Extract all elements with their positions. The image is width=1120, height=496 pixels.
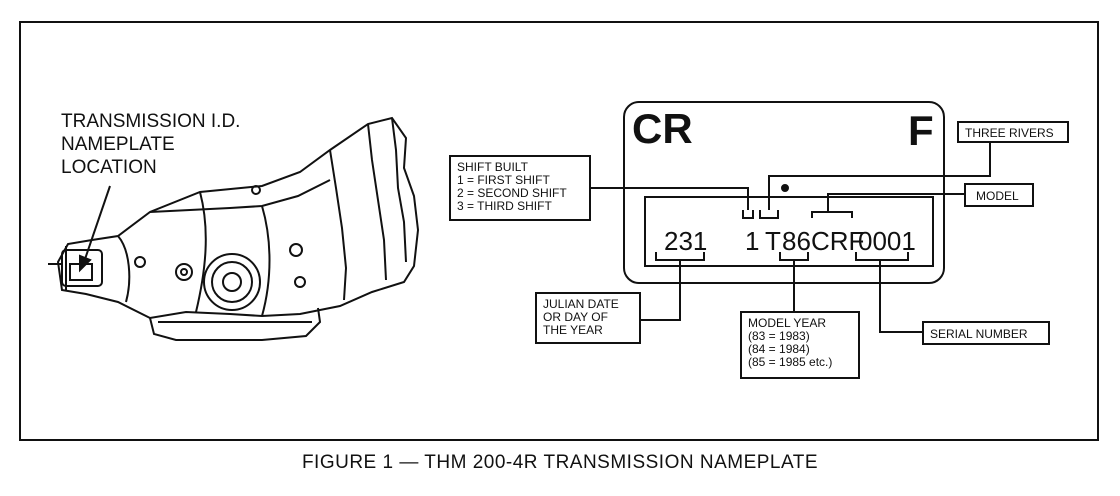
three-rivers-label: THREE RIVERS [965,126,1054,140]
callout-model: MODEL [964,183,1034,207]
plate-cr-mark: CR [632,105,693,152]
callout-three-rivers: THREE RIVERS [957,121,1069,143]
code-julian-date: 231 [664,226,708,256]
shift-built-line-1: 1 = FIRST SHIFT [457,173,550,187]
code-transmission: T [765,226,781,256]
julian-date-line-2: OR DAY OF [543,310,608,324]
code-model-year: 86 [782,226,811,256]
callout-model-year: MODEL YEAR (83 = 1983) (84 = 1984) (85 =… [740,311,860,379]
shift-built-line-3: 3 = THIRD SHIFT [457,199,552,213]
julian-date-line-1: JULIAN DATE [543,297,619,311]
callout-serial-number: SERIAL NUMBER [922,321,1050,345]
nameplate-location-label: TRANSMISSION I.D. NAMEPLATE LOCATION [61,110,240,179]
callout-julian-date: JULIAN DATE OR DAY OF THE YEAR [535,292,641,344]
location-label-line-1: TRANSMISSION I.D. [61,111,241,132]
model-label: MODEL [976,189,1019,203]
model-year-line-3: (85 = 1985 etc.) [748,355,833,369]
location-label-line-2: NAMEPLATE [61,134,175,155]
location-label-line-3: LOCATION [61,157,157,178]
shift-built-line-2: 2 = SECOND SHIFT [457,186,567,200]
julian-date-line-3: THE YEAR [543,323,603,337]
model-year-line-1: (83 = 1983) [748,329,810,343]
shift-built-title: SHIFT BUILT [457,160,528,174]
figure-caption: FIGURE 1 — THM 200-4R TRANSMISSION NAMEP… [301,452,819,473]
plate-code-panel [644,196,934,267]
serial-number-label: SERIAL NUMBER [930,327,1028,341]
code-shift: 1 [745,226,760,256]
code-serial: 0001 [858,226,916,256]
code-model: CRF [811,226,865,256]
model-year-title: MODEL YEAR [748,316,827,330]
model-year-line-2: (84 = 1984) [748,342,810,356]
figure-frame [19,21,1099,441]
callout-shift-built: SHIFT BUILT 1 = FIRST SHIFT 2 = SECOND S… [449,155,591,221]
plate-f-mark: F [908,107,934,154]
nameplate [623,101,945,284]
